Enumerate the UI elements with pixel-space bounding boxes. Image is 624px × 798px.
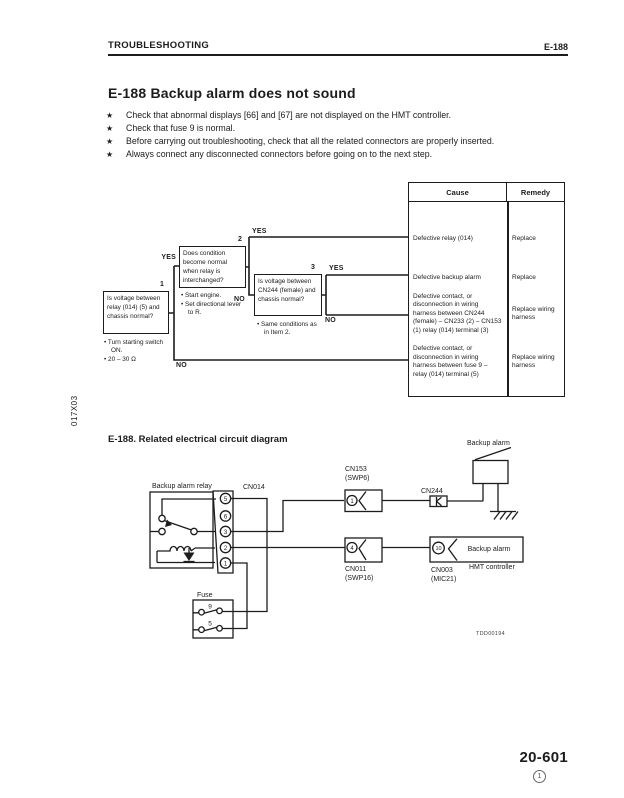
note: • Set directional lever to R. xyxy=(181,301,242,316)
page-number-note: 1 xyxy=(533,770,546,783)
relay-box xyxy=(149,491,214,569)
note: • Start engine. xyxy=(181,292,222,299)
star-icon: ★ xyxy=(106,124,114,133)
remedy-header: Remedy xyxy=(520,187,551,197)
fuse-box xyxy=(192,599,234,639)
cn003-label: CN003 xyxy=(431,567,453,574)
flow-box-1-notes: • Turn starting switch ON. • 20 – 30 Ω xyxy=(104,338,168,364)
side-figure-code: 017X03 xyxy=(70,395,79,426)
cause-cell: Defective contact, or disconnection in w… xyxy=(413,345,488,378)
hmt-box-label: Backup alarm xyxy=(468,546,511,553)
cn014-pin-1: 1 xyxy=(224,561,228,567)
cn011-connector xyxy=(344,537,430,563)
star-icon: ★ xyxy=(106,150,114,159)
note: • Same conditions as in Item 2. xyxy=(257,321,317,336)
step-number-1: 1 xyxy=(160,281,164,288)
note: • Turn starting switch ON. xyxy=(104,339,164,354)
flow-box-2: Does condition become normal when relay … xyxy=(179,246,246,288)
circuit-diagram xyxy=(149,446,524,639)
precaution-item: ★ Always connect any disconnected connec… xyxy=(106,148,581,161)
precaution-item: ★ Check that abnormal displays [66] and … xyxy=(106,109,581,122)
precaution-item: ★ Before carrying out troubleshooting, c… xyxy=(106,135,581,148)
star-icon: ★ xyxy=(106,137,114,146)
cn153-label: CN153 xyxy=(345,466,367,473)
table-header: Cause Remedy xyxy=(409,183,564,202)
remedy-cell: Replace wiring harness xyxy=(512,353,555,370)
branch-no-1: NO xyxy=(176,362,187,369)
cn011-pin: 4 xyxy=(350,546,354,552)
cn153-connector xyxy=(344,489,430,513)
flow-box-3-notes: • Same conditions as in Item 2. xyxy=(257,320,323,337)
hmt-controller-label: HMT controller xyxy=(469,564,515,571)
backup-alarm-device xyxy=(472,446,519,520)
cn014-pin-5: 5 xyxy=(224,497,228,503)
cn014-pin-2: 2 xyxy=(224,546,228,552)
cn153-pin: 1 xyxy=(350,499,354,505)
remedy-cell: Replace xyxy=(512,273,536,281)
cause-remedy-table: Cause Remedy Defective relay (014) Repla… xyxy=(408,182,565,397)
remedy-cell: Replace wiring harness xyxy=(512,305,555,322)
branch-yes-2: YES xyxy=(252,228,267,235)
cn011-label: CN011 xyxy=(345,566,366,573)
table-row: Defective contact, or disconnection in w… xyxy=(409,343,564,381)
branch-no-3: NO xyxy=(325,317,336,324)
precaution-text: Before carrying out troubleshooting, che… xyxy=(126,136,495,146)
fuse-9-label: 9 xyxy=(208,604,212,611)
harness-wires xyxy=(222,497,345,630)
figure-code: TDD00194 xyxy=(476,631,505,637)
cause-cell: Defective relay (014) xyxy=(413,234,473,242)
hmt-controller-connector xyxy=(429,536,524,563)
diode-icon xyxy=(183,552,195,561)
step-number-2: 2 xyxy=(238,236,242,243)
cn153-sub-label: (SWP6) xyxy=(345,475,370,482)
circuit-section-title: E-188. Related electrical circuit diagra… xyxy=(108,434,288,445)
cause-header: Cause xyxy=(409,183,507,201)
relay-internals xyxy=(150,498,216,564)
flow-box-3: Is voltage between CN244 (female) and ch… xyxy=(254,274,322,316)
backup-alarm-label: Backup alarm xyxy=(467,440,510,447)
remedy-cell: Replace xyxy=(512,234,536,242)
cn014-pin-6: 6 xyxy=(224,514,228,520)
header-rule xyxy=(108,54,568,56)
precaution-text: Check that abnormal displays [66] and [6… xyxy=(126,110,452,120)
page-number: 20-601 xyxy=(519,749,568,766)
branch-no-2: NO xyxy=(234,296,245,303)
cn244-connector xyxy=(429,495,483,508)
flow-box-1: Is voltage between relay (014) (5) and c… xyxy=(103,291,169,334)
precaution-text: Check that fuse 9 is normal. xyxy=(126,123,236,133)
header-page-code: E-188 xyxy=(543,42,568,52)
fuse-label: Fuse xyxy=(197,592,213,599)
branch-yes-1: YES xyxy=(161,254,176,261)
cn014-strip xyxy=(212,490,234,574)
page-title: E-188 Backup alarm does not sound xyxy=(108,85,356,101)
hmt-pin: 10 xyxy=(435,546,441,552)
fuse-5-label: 5 xyxy=(208,621,212,628)
branch-yes-3: YES xyxy=(329,265,344,272)
star-icon: ★ xyxy=(106,111,114,120)
header-section-title: TROUBLESHOOTING xyxy=(108,40,210,51)
table-row: Defective relay (014) Replace xyxy=(409,229,564,249)
table-row: Defective contact, or disconnection in w… xyxy=(409,287,564,341)
precaution-item: ★ Check that fuse 9 is normal. xyxy=(106,122,581,135)
coil-icon xyxy=(157,545,192,552)
cause-cell: Defective contact, or disconnection in w… xyxy=(413,292,502,334)
flowchart-lines xyxy=(169,236,408,361)
cn014-pin-3: 3 xyxy=(224,530,228,536)
precaution-list: ★ Check that abnormal displays [66] and … xyxy=(106,109,581,161)
column-divider xyxy=(507,201,509,396)
cause-cell: Defective backup alarm xyxy=(413,273,481,281)
contact-arrow-icon xyxy=(165,519,172,527)
circuit-labels: Backup alarm relay CN014 5 6 3 2 1 CN153… xyxy=(152,440,515,628)
cn003-sub-label: (MIC21) xyxy=(431,576,456,583)
cn244-label: CN244 xyxy=(421,488,443,495)
flow-box-2-notes: • Start engine. • Set directional lever … xyxy=(181,291,245,317)
precaution-text: Always connect any disconnected connecto… xyxy=(126,149,433,159)
note: • 20 – 30 Ω xyxy=(104,356,136,363)
step-number-3: 3 xyxy=(311,264,315,271)
cn014-label: CN014 xyxy=(243,484,265,491)
relay-label: Backup alarm relay xyxy=(152,483,212,490)
table-row: Defective backup alarm Replace xyxy=(409,268,564,288)
cn011-sub-label: (SWP16) xyxy=(345,575,373,582)
